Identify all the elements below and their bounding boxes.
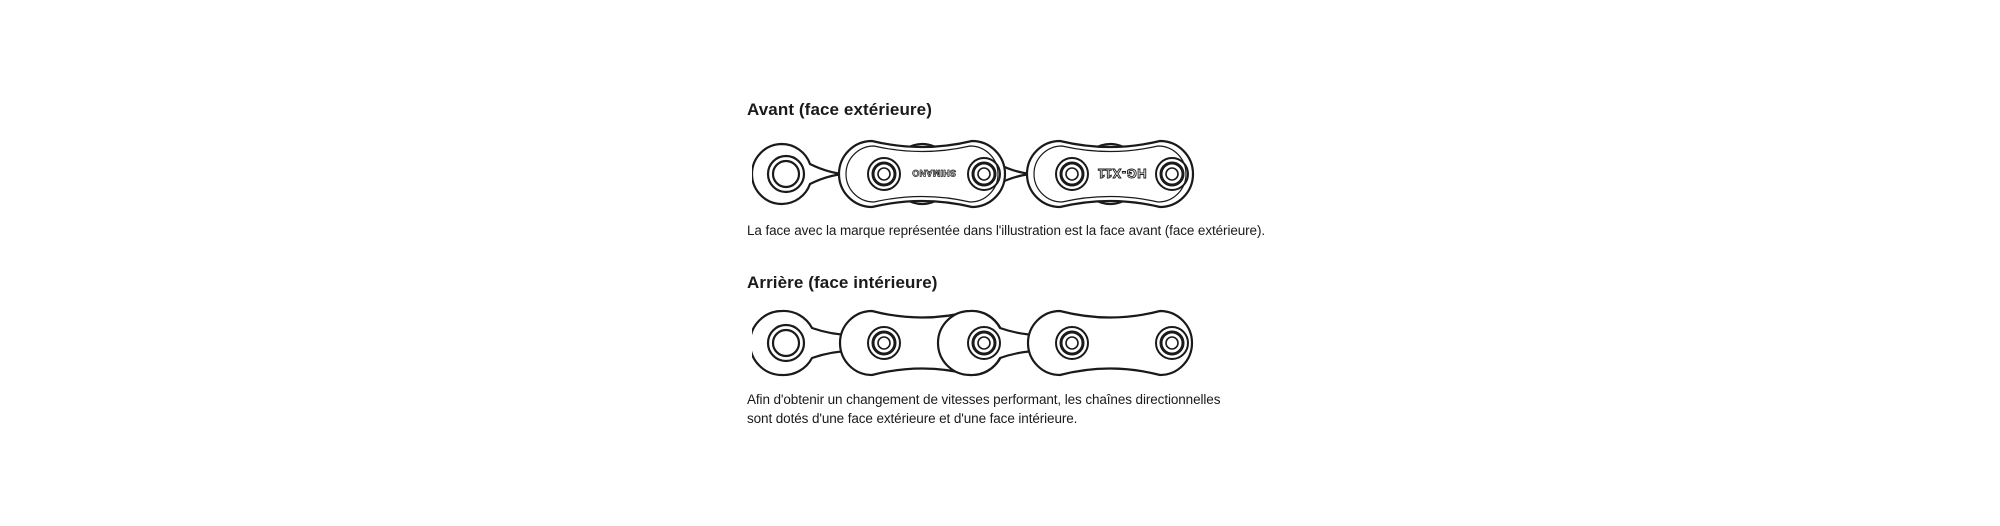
back-section-title: Arrière (face intérieure) — [747, 273, 938, 292]
model-mark: HG-X11 — [1097, 166, 1146, 181]
chain-pin — [1055, 326, 1089, 360]
chain-inner-plate — [1026, 309, 1194, 377]
chain-pin — [867, 326, 901, 360]
chain-pin — [771, 159, 801, 189]
front-caption: La face avec la marque représentée dans … — [747, 223, 1266, 238]
chain-pin — [867, 157, 901, 191]
back-caption-line-1: Afin d'obtenir un changement de vitesses… — [747, 392, 1221, 407]
chain-pin — [1055, 157, 1089, 191]
chain-pin — [1155, 157, 1189, 191]
chain-pin — [766, 323, 806, 363]
back-caption-line-2: sont dotés d'une face extérieure et d'un… — [747, 411, 1078, 426]
chain-pin — [771, 328, 801, 358]
chain-back-illustration — [752, 308, 1222, 378]
chain-pin — [967, 326, 1001, 360]
chain-pin — [766, 154, 806, 194]
chain-front-illustration: SHIMANO HG-X11 — [752, 139, 1222, 209]
chain-pin — [967, 157, 1001, 191]
brand-mark: SHIMANO — [912, 168, 956, 178]
front-section-title: Avant (face extérieure) — [747, 100, 932, 119]
chain-pin — [1155, 326, 1189, 360]
back-caption: Afin d'obtenir un changement de vitesses… — [747, 390, 1220, 428]
